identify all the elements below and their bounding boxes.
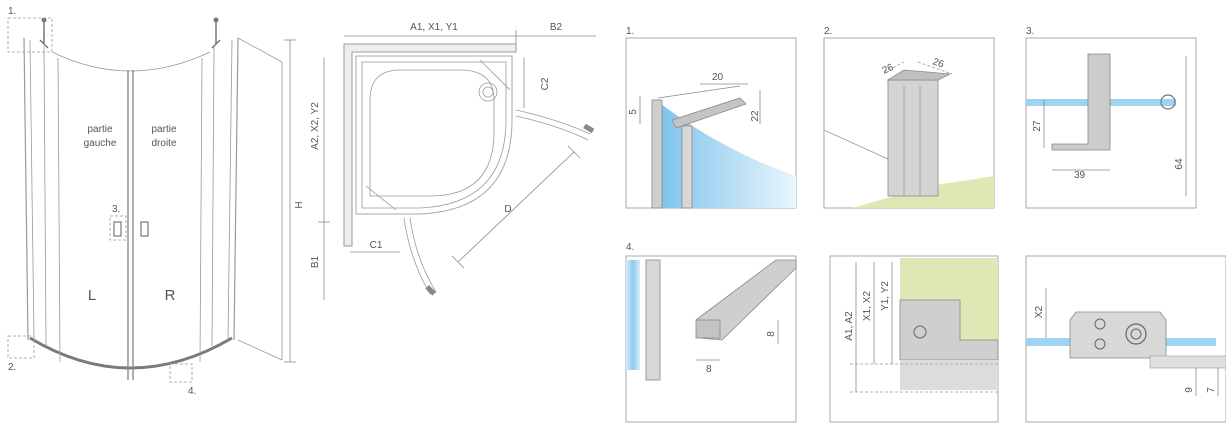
detail-1-dim-1: 20 bbox=[712, 72, 724, 83]
detail-2-number: 2. bbox=[824, 26, 832, 37]
callout-2: 2. bbox=[8, 362, 16, 373]
detail-4-dim-2: 8 bbox=[766, 331, 777, 337]
plan-top-right: B2 bbox=[550, 22, 563, 33]
detail-3: 3. 27 39 64 bbox=[1025, 26, 1197, 209]
detail-1-dim-3: 22 bbox=[750, 110, 761, 122]
detail-3-dim-1: 27 bbox=[1032, 120, 1043, 132]
plan-diagonal: D bbox=[504, 204, 511, 215]
callout-3: 3. bbox=[112, 204, 120, 215]
side-right-label: R bbox=[165, 287, 176, 304]
detail-4: 4. 8 8 bbox=[625, 242, 797, 423]
plan-view: A1, X1, Y1 B2 A2, X2, Y2 C2 D B1 C1 bbox=[310, 22, 596, 300]
detail-6-dim-1: X2 bbox=[1034, 305, 1045, 318]
detail-5: A1, A2 X1, X2 Y1, Y2 bbox=[829, 255, 999, 423]
detail-1: 1. 20 5 22 bbox=[625, 26, 797, 209]
detail-4-dim-1: 8 bbox=[706, 364, 712, 375]
shower-front-view: 1. 2. 3. 4. partie gauche partie droite … bbox=[7, 6, 305, 397]
detail-5-dim-1: A1, A2 bbox=[844, 311, 855, 341]
right-part-line1: partie bbox=[151, 124, 176, 135]
detail-1-dim-2: 5 bbox=[628, 109, 639, 115]
detail-3-number: 3. bbox=[1026, 26, 1034, 37]
height-label: H bbox=[294, 201, 305, 208]
detail-2-dim-2: 26 bbox=[931, 56, 946, 70]
plan-right-short: C2 bbox=[540, 77, 551, 90]
top-curve bbox=[51, 51, 211, 72]
detail-5-dim-3: Y1, Y2 bbox=[880, 281, 891, 311]
detail-2: 2. 26 26 bbox=[823, 26, 995, 209]
callout-4: 4. bbox=[188, 386, 196, 397]
plan-left-lower: B1 bbox=[310, 255, 321, 268]
right-part-line2: droite bbox=[151, 138, 176, 149]
detail-3-dim-3: 64 bbox=[1174, 158, 1185, 170]
bottom-curve bbox=[29, 336, 233, 370]
left-part-line2: gauche bbox=[84, 138, 117, 149]
plan-top-width: A1, X1, Y1 bbox=[410, 22, 458, 33]
detail-3-dim-2: 39 bbox=[1074, 170, 1086, 181]
detail-6-dim-3: 7 bbox=[1206, 387, 1217, 393]
detail-6-dim-2: 9 bbox=[1184, 387, 1195, 393]
detail-5-dim-2: X1, X2 bbox=[862, 291, 873, 321]
plan-bottom-short: C1 bbox=[370, 240, 383, 251]
side-left-label: L bbox=[88, 287, 96, 304]
plan-left-height: A2, X2, Y2 bbox=[310, 102, 321, 150]
left-part-line1: partie bbox=[87, 124, 112, 135]
detail-6: X2 9 7 bbox=[1025, 255, 1226, 423]
callout-1: 1. bbox=[8, 6, 16, 17]
detail-4-number: 4. bbox=[626, 242, 634, 253]
detail-2-dim-1: 26 bbox=[881, 62, 896, 77]
detail-1-number: 1. bbox=[626, 26, 634, 37]
